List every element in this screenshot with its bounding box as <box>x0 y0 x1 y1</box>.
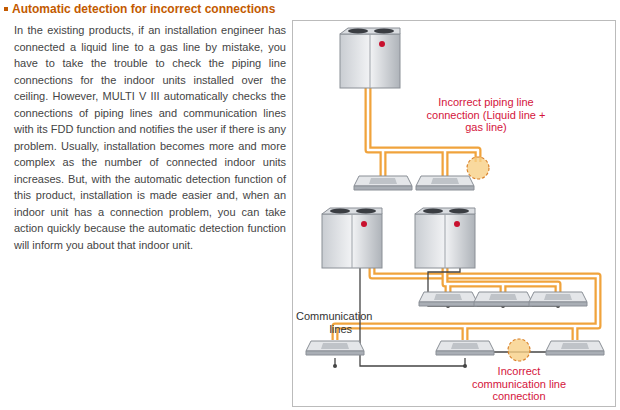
communication-wire <box>335 268 558 366</box>
indoor-unit <box>416 176 474 190</box>
indoor-unit <box>306 341 364 355</box>
indoor-unit <box>529 292 587 306</box>
wire-label: Communication lines <box>296 310 352 335</box>
fault-callout: Incorrect piping line connection (Liquid… <box>420 96 552 134</box>
fault-marker <box>508 339 530 361</box>
indoor-unit <box>546 341 604 355</box>
fault-callout: Incorrect communication line connection <box>470 365 568 403</box>
outdoor-unit <box>340 28 400 88</box>
indoor-unit <box>474 292 532 306</box>
indoor-unit <box>436 341 494 355</box>
panel-frame <box>293 21 616 407</box>
section-title: Automatic detection for incorrect connec… <box>12 2 275 16</box>
fault-marker <box>467 157 489 179</box>
piping <box>335 268 598 340</box>
outdoor-unit <box>322 208 382 268</box>
body-paragraph: In the existing products, if an installa… <box>14 22 286 253</box>
title-bullet <box>4 7 8 11</box>
indoor-unit <box>419 292 477 306</box>
outdoor-unit <box>415 208 475 268</box>
wire-joint <box>333 304 560 368</box>
indoor-unit <box>354 176 412 190</box>
